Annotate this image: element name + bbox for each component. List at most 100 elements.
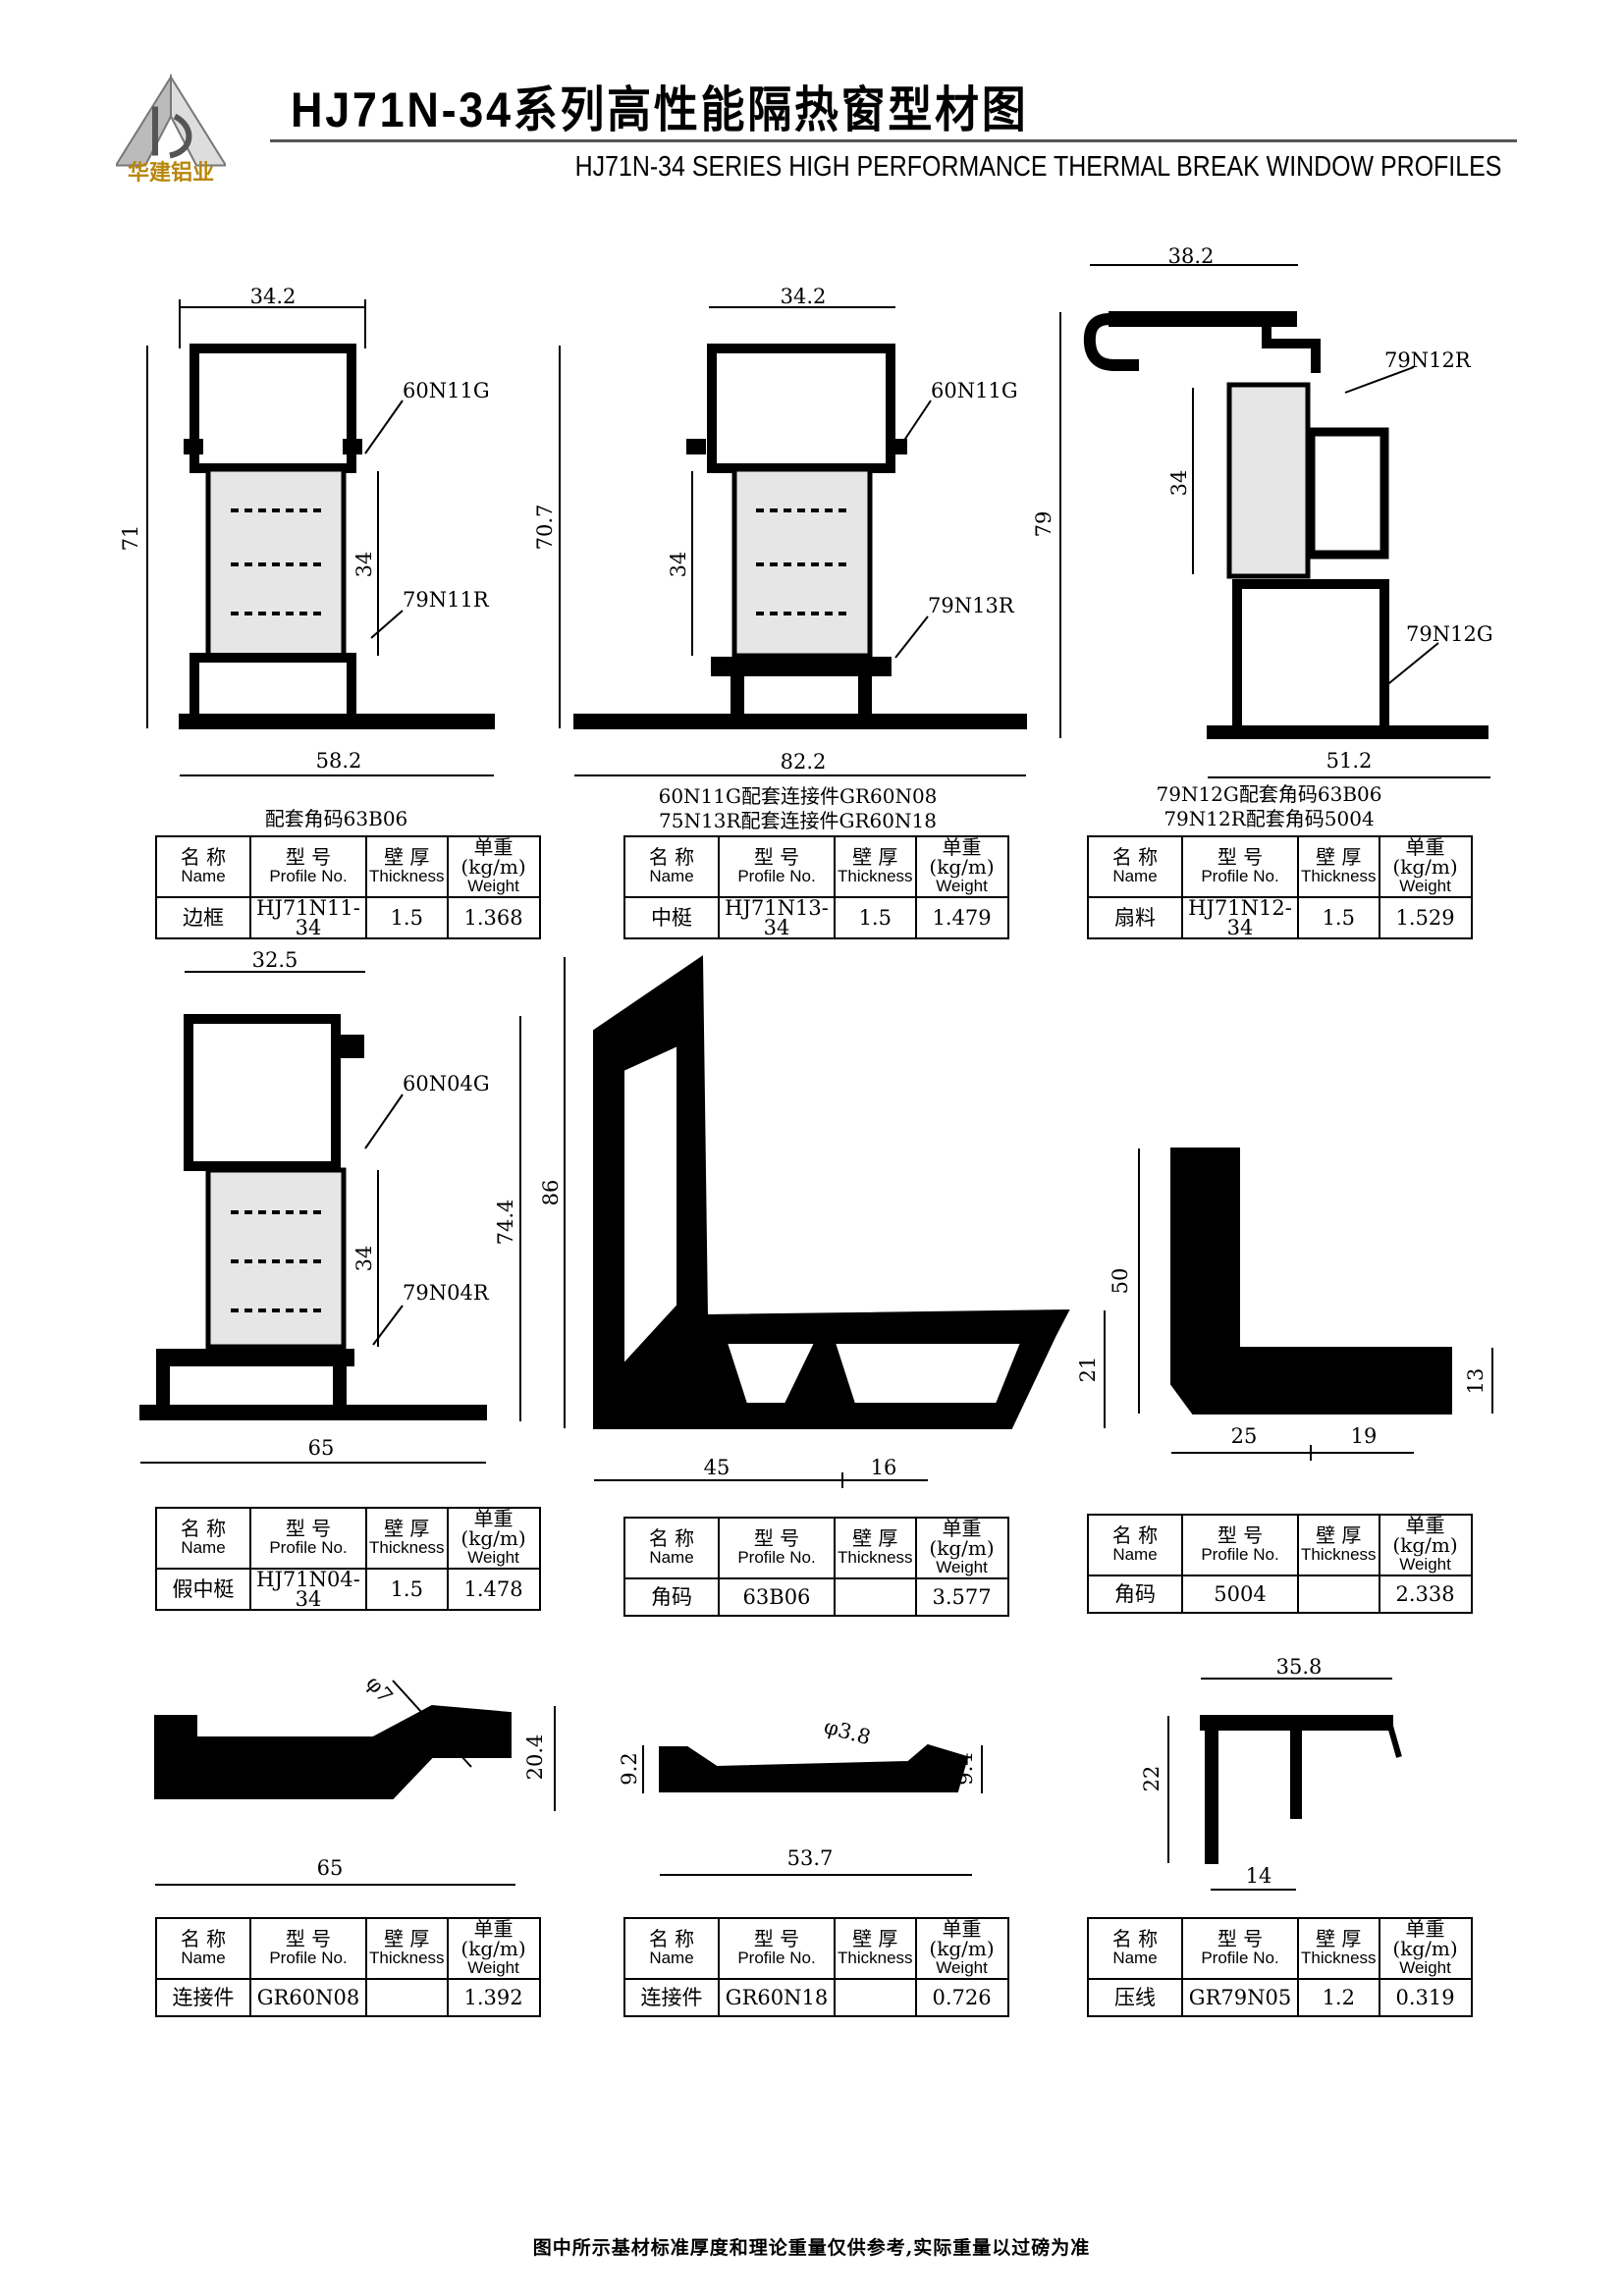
- header-name-cn: 名 称: [180, 845, 227, 869]
- dim-label: 58.2: [316, 749, 362, 773]
- profile-hj71n13-drawing: [559, 306, 1027, 776]
- header-profile-cn: 型 号: [1217, 1927, 1264, 1950]
- strip-label: 60N11G: [403, 379, 490, 402]
- header-thickness-en: Thickness: [1301, 867, 1377, 885]
- header-name-en: Name: [649, 867, 694, 885]
- cell-profile: 5004: [1181, 1575, 1299, 1614]
- cell-name: 边框: [155, 896, 251, 939]
- header-weight-en: Weight: [936, 877, 988, 895]
- dim-label: 53.7: [787, 1846, 834, 1870]
- cell-name: 压线: [1087, 1978, 1183, 2017]
- page-title: HJ71N-34系列高性能隔热窗型材图: [291, 82, 1029, 137]
- header-profile-en: Profile No.: [269, 1949, 348, 1967]
- cell-weight: 3.577: [914, 1577, 1009, 1617]
- header-thickness-cn: 壁 厚: [1316, 1523, 1362, 1547]
- header-profile-en: Profile No.: [269, 867, 348, 885]
- header-thickness-en: Thickness: [369, 867, 445, 885]
- page-subtitle: HJ71N-34 SERIES HIGH PERFORMANCE THERMAL…: [574, 151, 1501, 183]
- header-profile-en: Profile No.: [269, 1538, 348, 1557]
- header-name-cn: 名 称: [1111, 845, 1159, 869]
- note-p3-line1: 79N12G配套角码63B06: [1156, 782, 1382, 806]
- header-name-cn: 名 称: [180, 1517, 227, 1540]
- dim-label: 71: [119, 525, 142, 552]
- cell-name: 连接件: [623, 1978, 720, 2017]
- cell-weight: 1.478: [446, 1568, 541, 1611]
- strip-label: 79N04R: [403, 1281, 490, 1305]
- company-logo: [116, 74, 226, 167]
- dim-label: 9.4: [953, 1752, 977, 1785]
- header-profile-cn: 型 号: [1217, 1523, 1264, 1547]
- header-weight-en: Weight: [467, 877, 519, 895]
- strip-label: 79N11R: [403, 588, 490, 612]
- header-profile-cn: 型 号: [285, 1517, 332, 1540]
- cell-weight: 0.319: [1378, 1978, 1473, 2017]
- header-weight-en: Weight: [467, 1958, 519, 1977]
- cell-weight: 2.338: [1378, 1575, 1473, 1614]
- header-thickness-en: Thickness: [369, 1949, 445, 1967]
- header-thickness-cn: 壁 厚: [1316, 1927, 1362, 1950]
- cell-thickness: 1.5: [834, 896, 917, 939]
- cell-name: 角码: [1087, 1575, 1183, 1614]
- dim-label: 34.2: [250, 285, 297, 308]
- cell-profile: HJ71N04-34: [249, 1568, 367, 1611]
- profile-gr60n08-drawing: [154, 1680, 556, 1886]
- header-weight: 单重(kg/m)Weight: [1378, 1917, 1473, 1980]
- footer-disclaimer: 图中所示基材标准厚度和理论重量仅供参考,实际重量以过磅为准: [532, 2237, 1091, 2259]
- strip-label: 60N11G: [931, 379, 1018, 402]
- cell-weight: 1.529: [1378, 896, 1473, 939]
- header-profile-en: Profile No.: [737, 867, 816, 885]
- cell-thickness: [365, 1978, 449, 2017]
- cell-weight: 1.392: [446, 1978, 541, 2017]
- strip-label: 60N04G: [403, 1072, 490, 1095]
- header-thickness-cn: 壁 厚: [852, 1927, 898, 1950]
- cell-name: 连接件: [155, 1978, 251, 2017]
- header-thickness-cn: 壁 厚: [384, 1927, 430, 1950]
- profile-hj71n11-drawing: [146, 299, 495, 776]
- header-weight-cn: 单重(kg/m): [460, 1507, 526, 1550]
- header-name-cn: 名 称: [1111, 1927, 1159, 1950]
- dim-label: 79: [1032, 511, 1055, 538]
- header-name-en: Name: [1112, 867, 1158, 885]
- header-thickness-en: Thickness: [1301, 1949, 1377, 1967]
- header-weight-en: Weight: [1399, 1958, 1451, 1977]
- dim-label: 35.8: [1276, 1655, 1323, 1679]
- header-weight: 单重(kg/m)Weight: [1378, 835, 1473, 898]
- cell-thickness: [1297, 1575, 1380, 1614]
- profile-gr60n18-drawing: [642, 1743, 983, 1876]
- header-name-en: Name: [181, 1538, 226, 1557]
- cell-profile: HJ71N11-34: [249, 896, 367, 939]
- header-name-en: Name: [181, 867, 226, 885]
